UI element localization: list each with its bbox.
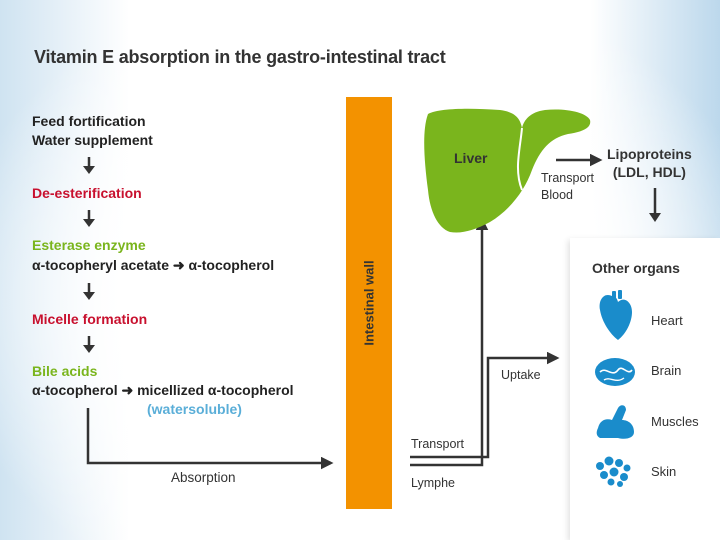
down-arrow-1 [83,157,95,174]
lipoproteins-title: Lipoproteins [607,146,692,162]
uptake-label: Uptake [501,368,541,382]
uptake-arrow [410,351,560,459]
transport-blood-label: Transport [541,171,595,185]
liver-lobe-line [517,127,523,191]
transport-lymphe-label: Transport [411,437,465,451]
transport-to-liver-arrow [410,217,489,467]
lymphe-label: Lymphe [411,476,456,490]
muscle-icon [596,405,634,439]
down-arrow-3 [83,283,95,300]
intestinal-wall [346,97,392,509]
step-feed-fortification: Feed fortification [32,113,146,129]
step-de-esterification: De-esterification [32,185,142,201]
lipoproteins-label: Lipoproteins (LDL, HDL) [607,145,692,181]
step-bile-reaction: α-tocopherol ➜ micellized α-tocopherol [32,382,294,398]
heart-icon [599,290,632,340]
step-water-supplement: Water supplement [32,132,153,148]
absorption-arrow [86,408,334,470]
organ-label-brain: Brain [651,363,682,378]
lipoproteins-to-organs-arrow [649,188,661,222]
absorption-label: Absorption [171,470,236,485]
other-organs-panel [570,238,720,540]
page-title: Vitamin E absorption in the gastro-intes… [34,47,446,67]
step-bile-acids: Bile acids [32,363,98,379]
step-micelle-formation: Micelle formation [32,311,148,327]
liver-shape [424,108,591,233]
liver-label: Liver [454,150,488,166]
organ-label-heart: Heart [651,313,683,328]
organ-label-skin: Skin [651,464,677,479]
blood-label: Blood [541,188,573,202]
step-esterase-enzyme: Esterase enzyme [32,237,146,253]
lipoproteins-types: (LDL, HDL) [612,164,686,180]
step-esterase-reaction: α-tocopheryl acetate ➜ α-tocopherol [32,257,275,273]
down-arrow-4 [83,336,95,353]
other-organs-title: Other organs [592,260,680,276]
down-arrow-2 [83,210,95,227]
brain-icon [595,358,635,386]
step-watersoluble: (watersoluble) [147,401,242,417]
skin-icon [596,456,631,487]
organ-label-muscles: Muscles [651,414,699,429]
